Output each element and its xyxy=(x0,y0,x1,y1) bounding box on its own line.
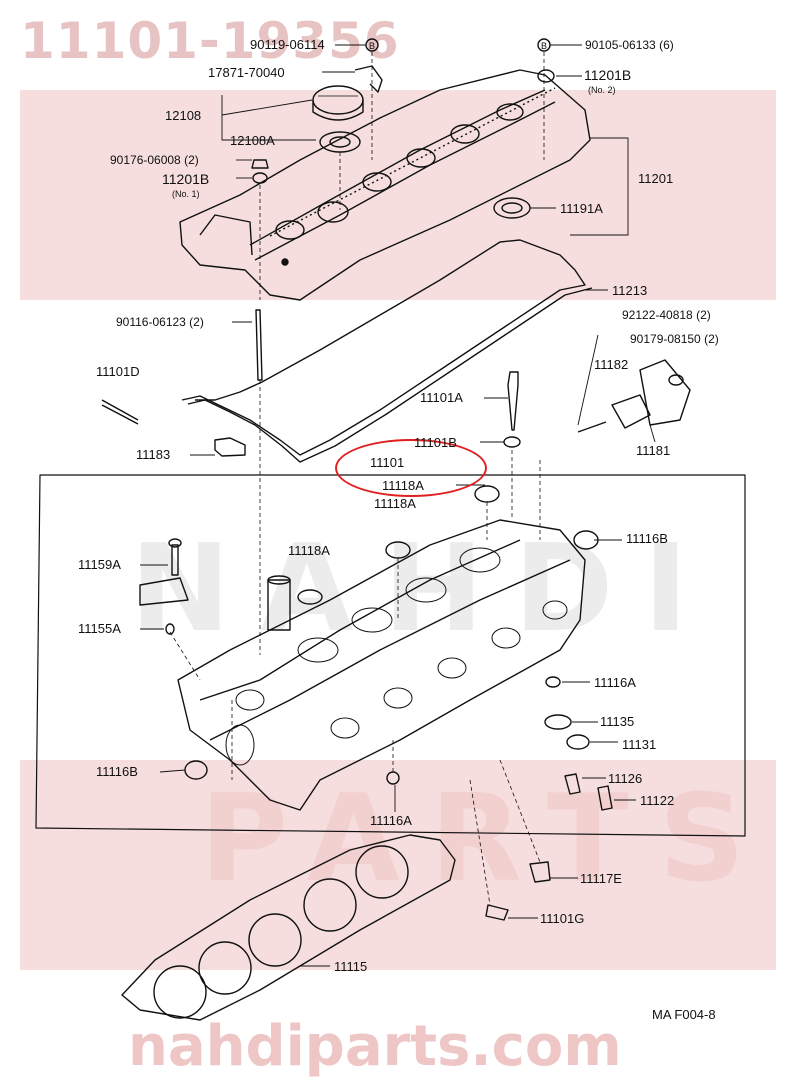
label-12108: 12108 xyxy=(165,108,202,123)
label-90176-06008: 90176-06008 (2) xyxy=(110,153,199,167)
watermark-brand-bottom: PARTS xyxy=(200,770,776,909)
highlight-circle-11101 xyxy=(335,439,487,497)
label-11116a-right: 11116A xyxy=(594,675,636,690)
label-11117e: 11117E xyxy=(580,871,622,886)
label-92122-40818: 92122-40818 (2) xyxy=(622,308,711,322)
label-11201b-no1: 11201B xyxy=(162,171,210,187)
head-gasket xyxy=(121,834,456,1021)
label-11116a-bottom: 11116A xyxy=(370,813,412,828)
label-11118a-top: 11118A xyxy=(382,478,424,493)
label-11181: 11181 xyxy=(636,443,671,458)
label-no1: (No. 1) xyxy=(172,189,200,199)
label-11101b: 11101B xyxy=(414,435,457,450)
label-11183: 11183 xyxy=(136,447,171,462)
svg-text:B: B xyxy=(541,41,547,51)
label-11101d: 11101D xyxy=(96,364,140,379)
label-11182: 11182 xyxy=(594,357,629,372)
watermark-band-top xyxy=(20,90,776,300)
label-17871-70040: 17871-70040 xyxy=(208,65,285,80)
label-11191a: 11191A xyxy=(560,201,603,216)
head-cover xyxy=(179,69,591,301)
watermark-site: nahdiparts.com xyxy=(128,1014,622,1079)
label-11135: 11135 xyxy=(600,714,635,729)
label-11213: 11213 xyxy=(612,283,648,298)
svg-text:B: B xyxy=(369,41,375,51)
label-11101a: 11101A xyxy=(420,390,463,405)
label-11116b-right: 11116B xyxy=(626,531,668,546)
label-11131: 11131 xyxy=(622,737,657,752)
label-90105-06133: 90105-06133 (6) xyxy=(585,38,674,52)
label-11201: 11201 xyxy=(638,171,674,186)
label-11101g: 11101G xyxy=(540,911,585,926)
label-11116b-left: 11116B xyxy=(96,764,138,779)
label-11118a-left: 11118A xyxy=(288,543,330,558)
label-90179-08150: 90179-08150 (2) xyxy=(630,332,719,346)
label-11201b-no2: 11201B xyxy=(584,67,632,83)
label-11126: 11126 xyxy=(608,771,643,786)
label-reference-code: MA F004-8 xyxy=(652,1007,716,1022)
label-11122: 11122 xyxy=(640,793,675,808)
watermark-part-number: 11101-19356 xyxy=(20,12,400,70)
label-no2: (No. 2) xyxy=(588,85,616,95)
label-90119-06114: 90119-06114 xyxy=(250,37,325,52)
label-11118a-mid: 11118A xyxy=(374,496,416,511)
watermark-band-bottom xyxy=(20,760,776,970)
label-11155a: 11155A xyxy=(78,621,121,636)
label-11115: 11115 xyxy=(334,959,368,974)
label-11101: 11101 xyxy=(370,455,405,470)
cylinder-head xyxy=(177,519,586,811)
label-90116-06123: 90116-06123 (2) xyxy=(116,315,204,329)
label-12108a: 12108A xyxy=(230,133,275,148)
label-11159a: 11159A xyxy=(78,557,121,572)
